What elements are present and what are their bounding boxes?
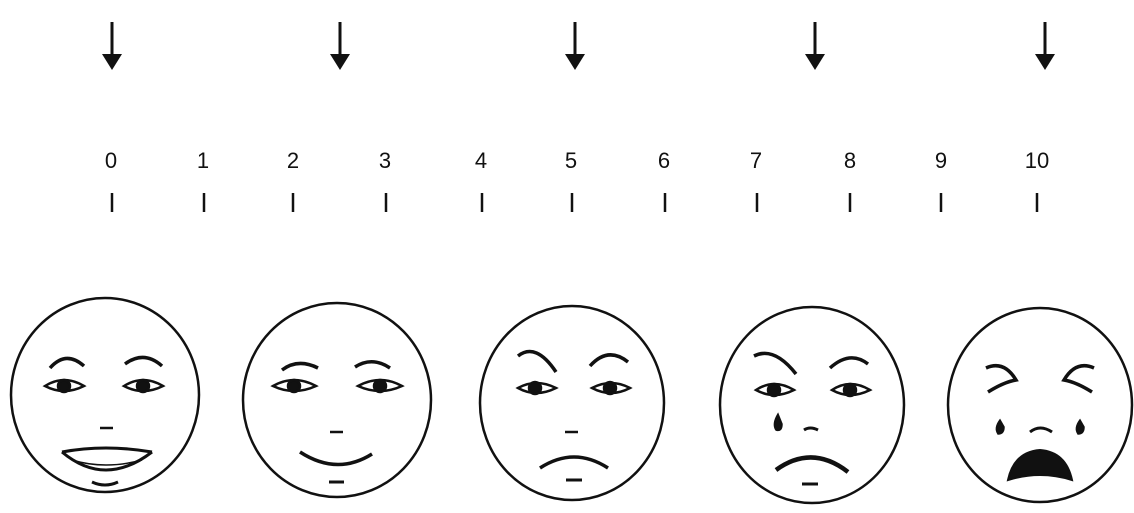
face-0-laughing-icon <box>9 296 201 494</box>
scale-label-8: 8 <box>844 148 856 173</box>
face-2-smiling-icon <box>241 301 433 499</box>
down-arrow-icon <box>330 22 350 70</box>
scale-label-5: 5 <box>565 148 577 173</box>
scale-label-6: 6 <box>658 148 670 173</box>
face-5-frowning-icon <box>478 304 666 502</box>
scale-label-10: 10 <box>1025 148 1049 173</box>
scale-label-1: 1 <box>197 148 209 173</box>
down-arrow-icon <box>102 22 122 70</box>
scale-label-0: 0 <box>105 148 117 173</box>
arrows <box>102 22 1055 70</box>
scale-label-4: 4 <box>475 148 487 173</box>
down-arrow-icon <box>1035 22 1055 70</box>
scale-label-7: 7 <box>750 148 762 173</box>
scale-label-9: 9 <box>935 148 947 173</box>
scale-label-2: 2 <box>287 148 299 173</box>
scale-label-3: 3 <box>379 148 391 173</box>
down-arrow-icon <box>805 22 825 70</box>
face-8-sad-tear-icon <box>718 305 906 505</box>
scale-labels: 0 1 2 3 4 5 6 7 8 9 10 <box>105 148 1049 173</box>
down-arrow-icon <box>565 22 585 70</box>
scale-ticks <box>110 193 1039 212</box>
face-10-crying-icon <box>946 306 1134 504</box>
